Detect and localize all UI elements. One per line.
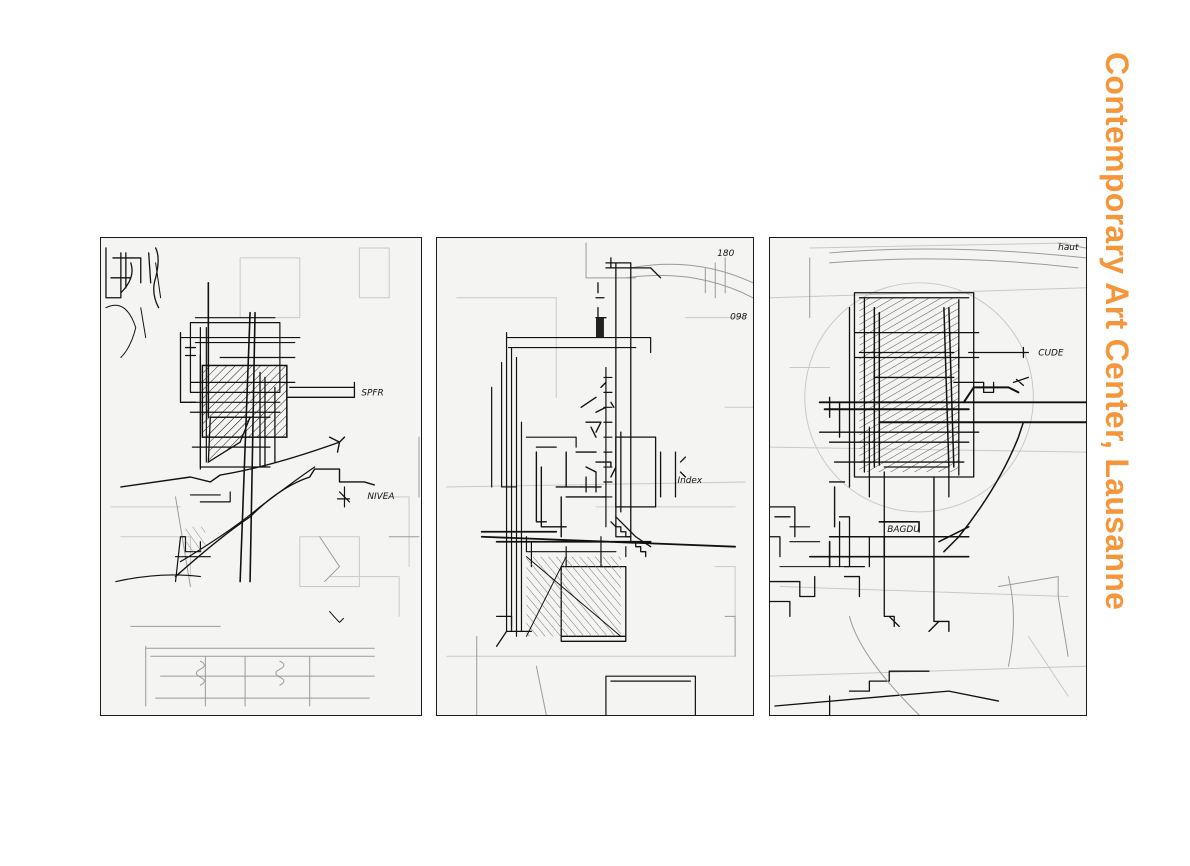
sketch-drawing-3: haut CUDE BAGDU: [770, 242, 1086, 715]
sketch-drawing-2: 180 098 Index: [446, 242, 753, 715]
page-title-container: Contemporary Art Center, Lausanne: [1094, 52, 1140, 742]
sketch-panel-3: haut CUDE BAGDU: [769, 237, 1087, 716]
sketch-panel-2: 180 098 Index: [436, 237, 754, 716]
sketch-annotation: BAGDU: [887, 525, 920, 535]
sketch-annotation: NIVEA: [367, 492, 394, 502]
sketch-annotation: SPFR: [361, 388, 383, 398]
page-title: Contemporary Art Center, Lausanne: [1099, 52, 1135, 611]
sketch-annotation: 098: [730, 313, 747, 323]
sketch-annotation: Index: [677, 476, 702, 486]
sketch-annotation: 180: [717, 249, 734, 259]
sketch-panel-1: SPFR NIVEA: [100, 237, 422, 716]
sketch-annotation: CUDE: [1038, 348, 1064, 358]
sketch-drawing-1: SPFR NIVEA: [105, 247, 420, 707]
sketch-annotation: haut: [1058, 243, 1079, 253]
